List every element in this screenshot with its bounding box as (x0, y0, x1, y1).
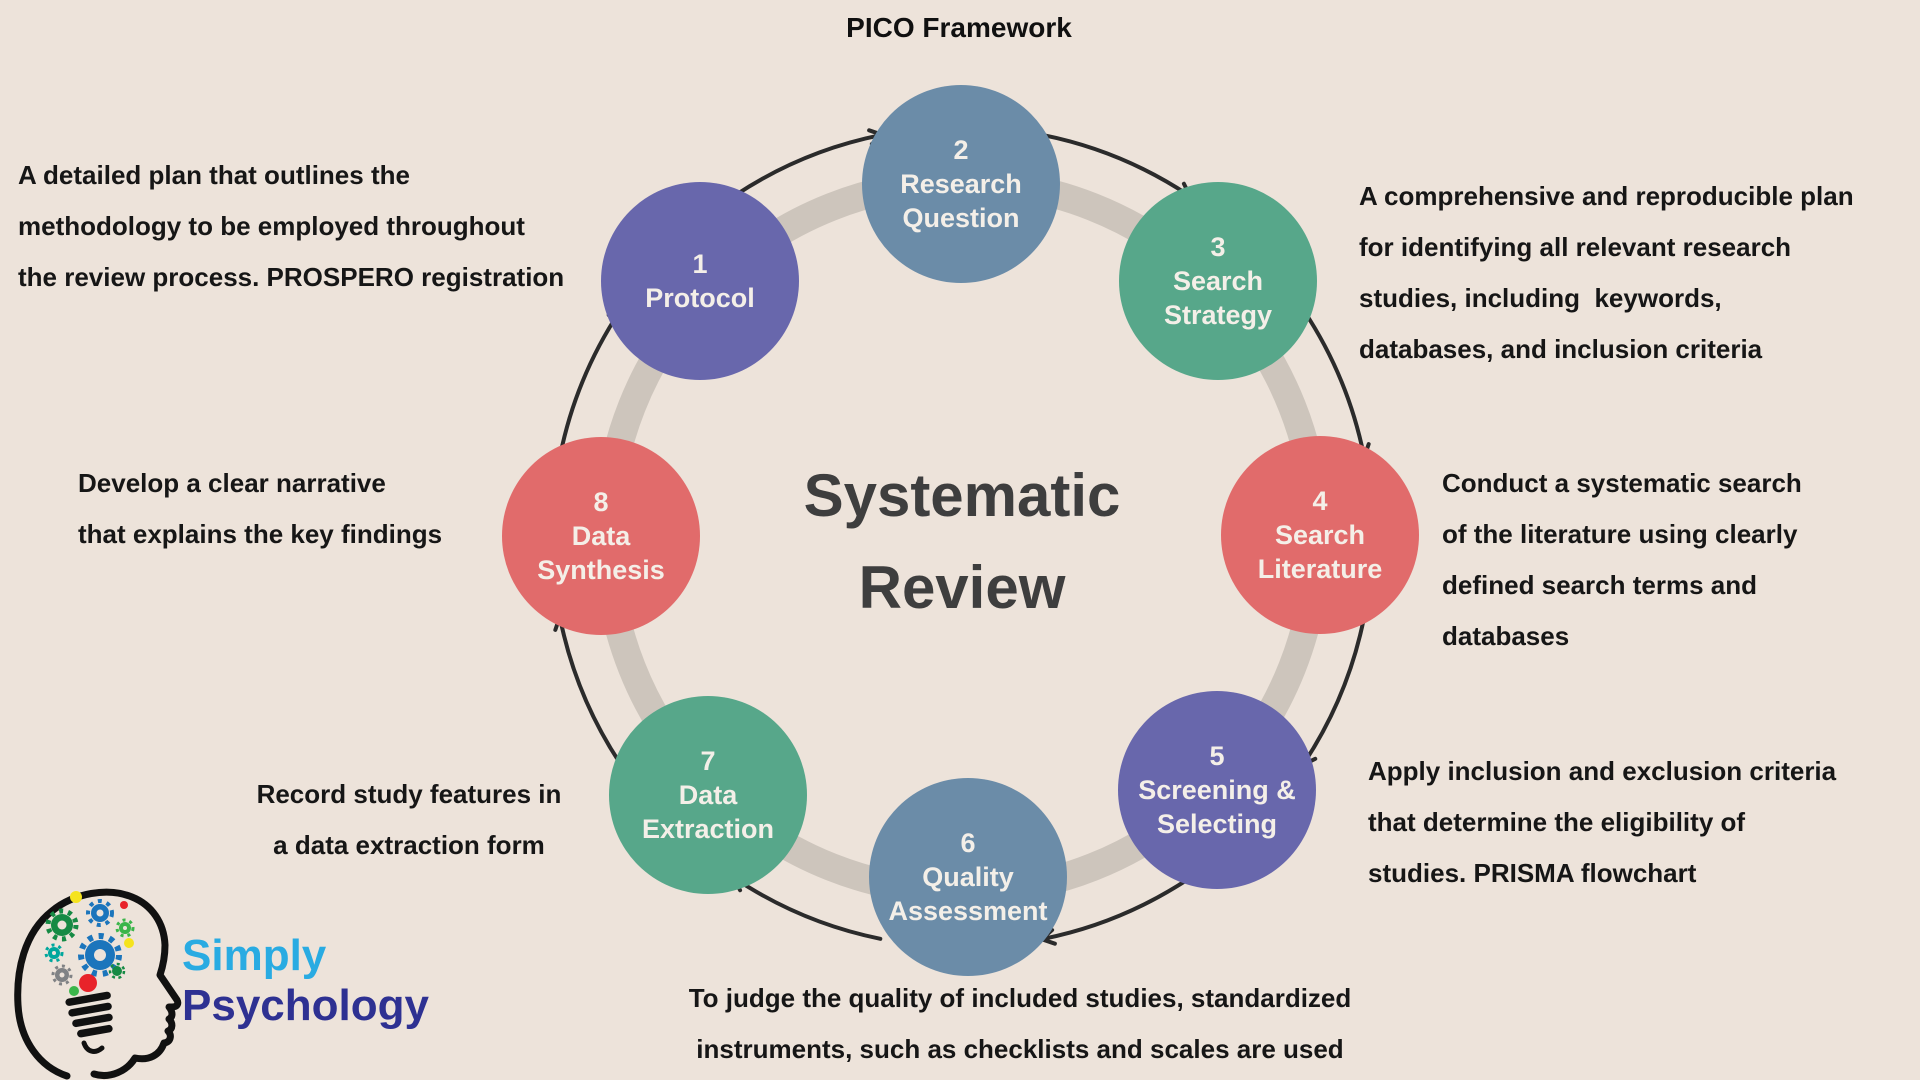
note-search-strategy: A comprehensive and reproducible plan fo… (1359, 171, 1854, 375)
note-line: the review process. PROSPERO registratio… (18, 262, 565, 292)
note-search-literature: Conduct a systematic search of the liter… (1442, 458, 1802, 662)
bulb-base-icon (65, 991, 113, 1038)
arrow-7-to-8-icon (553, 614, 623, 766)
note-line: that determine the eligibility of (1368, 807, 1746, 837)
gear-icon (115, 918, 135, 938)
simply-psychology-logo: Simply Psychology (12, 883, 482, 1080)
step-circle-6-quality-assessment: 6 Quality Assessment (869, 778, 1067, 976)
step-number: 8 (593, 487, 609, 517)
note-quality-assessment: To judge the quality of included studies… (520, 973, 1520, 1075)
note-line: A comprehensive and reproducible plan (1359, 181, 1854, 211)
step-number: 1 (692, 249, 708, 279)
gear-icon (108, 962, 126, 980)
step-number: 3 (1210, 232, 1226, 262)
center-title: Systematic Review (562, 450, 1362, 634)
note-line: Develop a clear narrative (78, 468, 386, 498)
arrow-6-to-7-icon (731, 875, 883, 941)
step-number: 2 (953, 135, 969, 165)
note-protocol: A detailed plan that outlines the method… (18, 150, 564, 303)
center-title-line1: Systematic (803, 462, 1121, 529)
step-label: Screening & Selecting (1138, 775, 1296, 839)
bulb-hook-icon (81, 1040, 105, 1054)
step-circle-2-research-question: 2 Research Question (862, 85, 1060, 283)
arrow-8-to-1-icon (558, 307, 624, 458)
step-circle-7-data-extraction: 7 Data Extraction (609, 696, 807, 894)
gear-icon (78, 933, 122, 977)
gear-icon (86, 899, 114, 927)
note-line: A detailed plan that outlines the (18, 160, 410, 190)
step-label: Search Literature (1257, 520, 1383, 584)
arrow-3-to-4-icon (1301, 308, 1371, 460)
step-label: Data Synthesis (537, 521, 665, 585)
note-line: defined search terms and (1442, 570, 1757, 600)
step-number: 4 (1312, 486, 1328, 516)
center-title-line2: Review (858, 554, 1066, 621)
yellow-dot-icon (124, 938, 134, 948)
logo-simply: Simply (182, 931, 327, 980)
step-number: 5 (1209, 741, 1225, 771)
step-number: 6 (960, 828, 976, 858)
arrow-4-to-5-icon (1300, 616, 1366, 767)
arrow-1-to-2-icon (733, 128, 885, 198)
step-label: Search Strategy (1163, 266, 1273, 330)
gear-icon (45, 908, 79, 942)
step-circle-5-screening-selecting: 5 Screening & Selecting (1118, 691, 1316, 889)
red-dot-icon (79, 974, 97, 992)
step-circle-8-data-synthesis: 8 Data Synthesis (502, 437, 700, 635)
note-line: of the literature using clearly (1442, 519, 1798, 549)
head-outline (14, 888, 182, 1080)
red-dot-icon (120, 901, 128, 909)
step-label: Quality Assessment (888, 862, 1048, 926)
step-circle-4-search-literature: 4 Search Literature (1221, 436, 1419, 634)
green-dot-icon (69, 986, 79, 996)
note-line: Conduct a systematic search (1442, 468, 1802, 498)
note-line: Record study features in (256, 779, 562, 809)
note-line: studies. PRISMA flowchart (1368, 858, 1697, 888)
note-line: databases (1442, 621, 1570, 651)
arrow-2-to-3-icon (1041, 133, 1193, 199)
note-line: instruments, such as checklists and scal… (696, 1034, 1344, 1064)
note-line: a data extraction form (273, 830, 545, 860)
note-line: databases, and inclusion criteria (1359, 334, 1763, 364)
step-label: Research Question (900, 169, 1022, 233)
step-circle-3-search-strategy: 3 Search Strategy (1119, 182, 1317, 380)
note-line: for identifying all relevant research (1359, 232, 1792, 262)
pico-framework-title: PICO Framework (846, 12, 1072, 43)
gear-icon (51, 964, 73, 986)
step-label: Data Extraction (641, 780, 775, 844)
note-line: Apply inclusion and exclusion criteria (1368, 756, 1837, 786)
step-circle-1-protocol: 1 Protocol (601, 182, 799, 380)
step-label: Protocol (645, 283, 755, 313)
step-number: 7 (700, 746, 716, 776)
note-screening-selecting: Apply inclusion and exclusion criteria t… (1368, 746, 1836, 899)
brain-gears-icon (44, 891, 135, 996)
logo-psychology: Psychology (182, 981, 429, 1030)
note-line: that explains the key findings (78, 519, 443, 549)
note-data-extraction: Record study features in a data extracti… (159, 769, 659, 871)
note-line: methodology to be employed throughout (18, 211, 525, 241)
yellow-dot-icon (70, 891, 82, 903)
gear-icon (44, 943, 64, 963)
logo-text: Simply Psychology (182, 931, 429, 1031)
note-data-synthesis: Develop a clear narrative that explains … (78, 458, 442, 560)
note-line: studies, including keywords, (1359, 283, 1722, 313)
note-line: To judge the quality of included studies… (688, 983, 1352, 1013)
head-profile-icon (14, 888, 182, 1080)
